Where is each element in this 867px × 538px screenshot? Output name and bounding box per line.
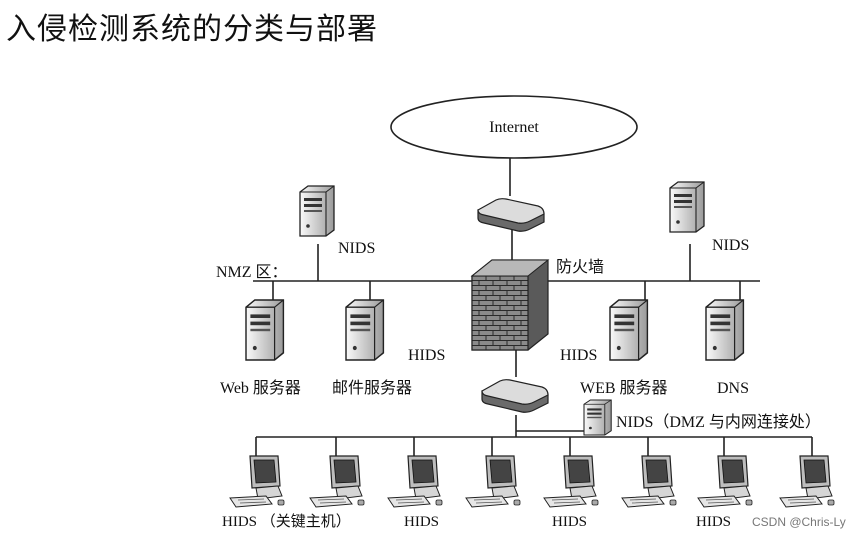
nids-dmz-label: NIDS（DMZ 与内网连接处） — [616, 413, 821, 431]
mail-server-icon — [345, 299, 385, 361]
web2-server-hids-label: HIDS — [560, 347, 597, 364]
workstation-1-icon — [229, 455, 285, 508]
web2-server-label: WEB 服务器 — [580, 379, 668, 397]
mail-server-label: 邮件服务器 — [332, 379, 412, 397]
nids-sensor-right-icon — [669, 181, 705, 233]
firewall-label: 防火墙 — [556, 258, 604, 276]
workstation-3-icon — [387, 455, 443, 508]
slide-title: 入侵检测系统的分类与部署 — [6, 12, 378, 47]
workstation-hids-label-1: HIDS — [404, 514, 439, 530]
internet-node — [390, 95, 638, 159]
workstation-7-icon — [697, 455, 753, 508]
key-host-hids-label: HIDS （关键主机） — [222, 513, 351, 530]
workstation-5-icon — [543, 455, 599, 508]
dns-server-label: DNS — [717, 380, 749, 397]
workstation-6-icon — [621, 455, 677, 508]
web-server-label: Web 服务器 — [220, 379, 301, 397]
mail-server-hids-label: HIDS — [408, 347, 445, 364]
workstation-4-icon — [465, 455, 521, 508]
nids-right-label: NIDS — [712, 237, 749, 254]
edge-router-icon — [477, 198, 545, 232]
nids-left-label: NIDS — [338, 240, 375, 257]
nids-sensor-left-icon — [299, 185, 335, 237]
internet-label: Internet — [489, 119, 539, 136]
firewall-icon — [470, 259, 550, 351]
csdn-watermark: CSDN @Chris-Ly — [752, 515, 846, 529]
workstation-8-icon — [779, 455, 835, 508]
workstation-hids-label-2: HIDS — [552, 514, 587, 530]
dns-server-icon — [705, 299, 745, 361]
nmz-zone-label: NMZ 区： — [216, 264, 288, 281]
web2-server-icon — [609, 299, 649, 361]
nids-dmz-sensor-icon — [583, 399, 612, 436]
internal-router-icon — [481, 379, 549, 413]
workstation-hids-label-3: HIDS — [696, 514, 731, 530]
workstation-2-icon — [309, 455, 365, 508]
web-server-icon — [245, 299, 285, 361]
